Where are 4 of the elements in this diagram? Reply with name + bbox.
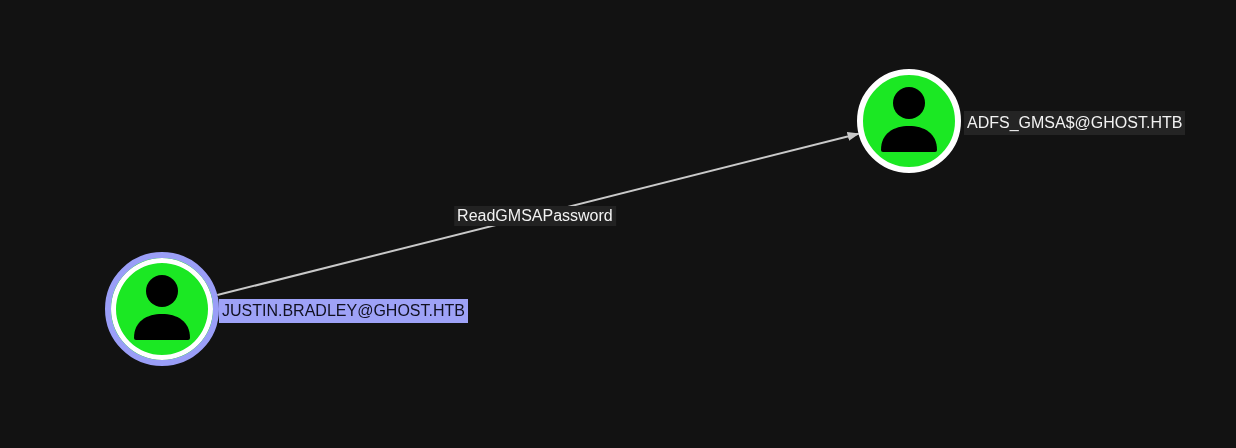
edge-label: ReadGMSAPassword <box>454 206 616 227</box>
node-name-label: ADFS_GMSA$@GHOST.HTB <box>964 111 1186 135</box>
arrow <box>216 132 860 297</box>
node-name-label: JUSTIN.BRADLEY@GHOST.HTB <box>219 299 468 323</box>
